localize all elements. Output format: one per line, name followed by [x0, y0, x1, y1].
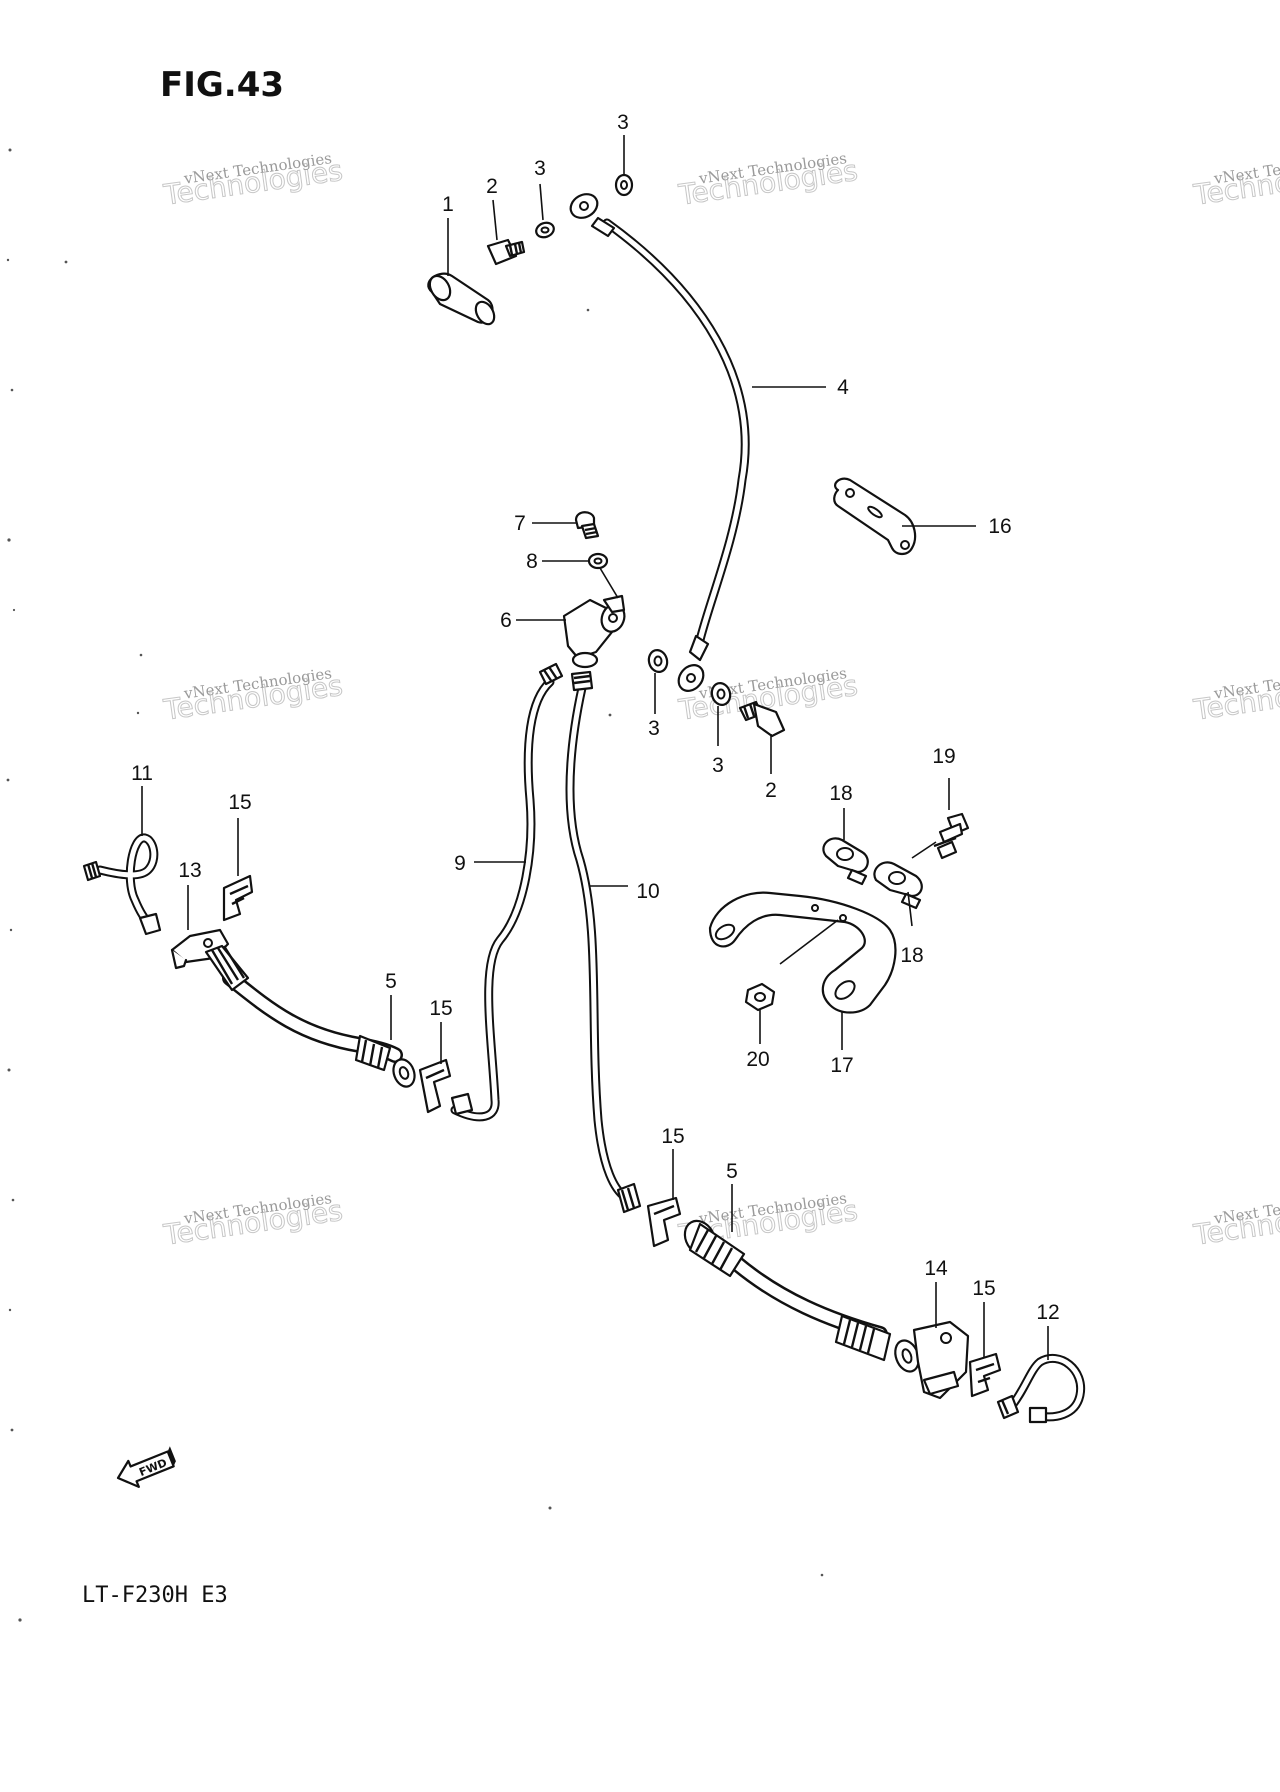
part-3-washer-top-a [535, 221, 555, 239]
part-7-bolt [574, 511, 600, 540]
part-2-union-bolt-mid [738, 700, 786, 738]
part-20-nut [744, 982, 776, 1012]
callout-3-top-b: 3 [617, 111, 629, 134]
part-2-union-bolt-top [486, 238, 526, 266]
part-17-bracket [708, 891, 897, 1014]
part-15-clip-left-bottom [418, 1058, 474, 1116]
part-15-clip-left-top [222, 874, 254, 922]
callout-15-right-top: 15 [661, 1125, 684, 1148]
part-1-boot [427, 272, 496, 326]
callout-labels: 1 2 3 3 4 7 8 6 16 3 3 2 19 18 18 11 15 … [131, 111, 1060, 1324]
part-16-bracket [833, 477, 917, 556]
callout-1: 1 [442, 193, 454, 216]
watermark-6: Technologies vNext Technologies [1190, 664, 1280, 727]
callout-10: 10 [636, 880, 659, 903]
watermark-9: Technologies vNext Technologies [1190, 1189, 1280, 1252]
part-3-washer-mid-b [710, 682, 732, 706]
callout-3-mid-b: 3 [712, 754, 724, 777]
callout-15-left-bottom: 15 [429, 997, 452, 1020]
part-3-washer-mid-a [647, 649, 669, 673]
watermark-4: Technologies vNext Technologies [160, 664, 345, 727]
callout-2-mid: 2 [765, 779, 777, 802]
callout-15-right-bottom: 15 [972, 1277, 995, 1300]
part-19-bolt [933, 812, 970, 860]
forward-arrow-icon: FWD [116, 1446, 176, 1488]
callout-9: 9 [454, 852, 466, 875]
callout-7: 7 [514, 512, 526, 535]
callout-13: 13 [178, 859, 201, 882]
model-label: LT-F230H E3 [82, 1583, 228, 1608]
callout-18-b: 18 [900, 944, 923, 967]
callout-3-mid-a: 3 [648, 717, 660, 740]
callout-11: 11 [131, 762, 153, 785]
callout-6: 6 [500, 609, 512, 632]
part-18-clamp-a [822, 837, 869, 886]
watermark-1: Technologies vNext Technologies [160, 149, 345, 212]
callout-3-top-a: 3 [534, 157, 546, 180]
callout-12: 12 [1036, 1301, 1059, 1324]
part-5-brake-hose-left [204, 944, 416, 1088]
part-6-joint [562, 594, 626, 669]
watermark-2: Technologies vNext Technologies [675, 149, 860, 212]
part-8-washer [587, 552, 609, 570]
part-18-clamp-b [873, 861, 923, 910]
callout-14: 14 [924, 1257, 948, 1280]
watermark-3: Technologies vNext Technologies [1190, 149, 1280, 212]
part-14-bracket [912, 1320, 970, 1400]
part-15-clip-right-top [646, 1196, 682, 1248]
part-5-brake-hose-right [616, 1182, 920, 1373]
leader-lines [141, 135, 1049, 1360]
callout-5-left: 5 [385, 970, 397, 993]
part-9-brake-pipe [450, 662, 564, 1122]
part-10-brake-pipe [565, 670, 630, 1202]
callout-2-top: 2 [486, 175, 498, 198]
callout-4: 4 [837, 376, 849, 399]
callout-17: 17 [830, 1054, 853, 1077]
callout-8: 8 [526, 550, 538, 573]
part-3-washer-top-b [614, 173, 634, 197]
figure-title: FIG.43 [160, 65, 284, 105]
callout-19: 19 [932, 745, 955, 768]
scan-edge-noise [6, 148, 824, 1622]
callout-18-a: 18 [829, 782, 852, 805]
part-4-upper-hose [569, 193, 750, 692]
part-15-clip-right-bottom [968, 1352, 1002, 1398]
part-12-brake-pipe [996, 1353, 1086, 1424]
part-11-brake-pipe [82, 833, 162, 936]
callout-5-right: 5 [726, 1160, 738, 1183]
watermark-7: Technologies vNext Technologies [160, 1189, 345, 1252]
callout-16: 16 [988, 515, 1011, 538]
callout-15-left-top: 15 [228, 791, 251, 814]
callout-20: 20 [746, 1048, 769, 1071]
